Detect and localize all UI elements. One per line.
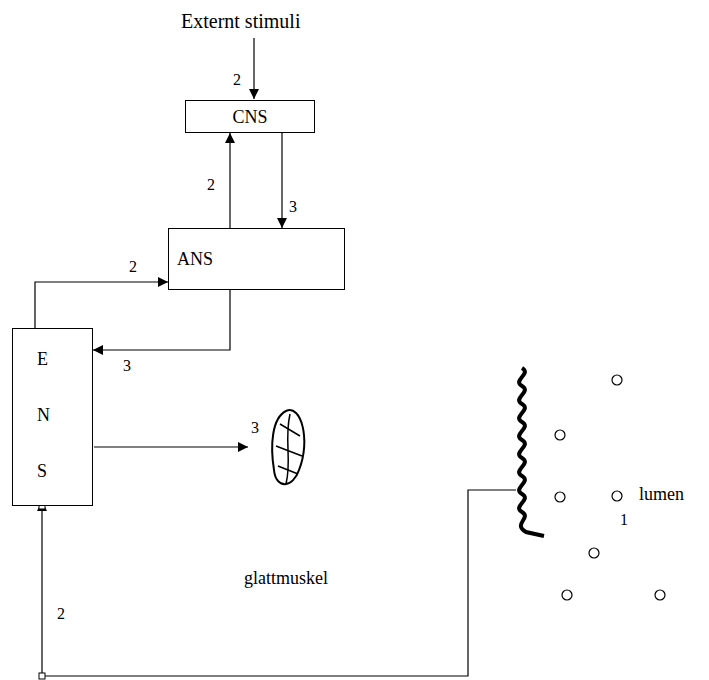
- lumen-particle: [612, 375, 622, 385]
- box-label: CNS: [232, 106, 267, 128]
- signal-arrow: [229, 133, 230, 228]
- callout-number: 1: [619, 510, 629, 529]
- box-label: ANS: [177, 248, 213, 270]
- system-box: CNS: [185, 100, 315, 133]
- callout-number: 2: [128, 258, 138, 276]
- sensory-wire: [42, 490, 516, 676]
- box-label: E N S: [37, 331, 55, 499]
- callout-number: 3: [250, 418, 260, 437]
- callout-number: 2: [232, 70, 242, 89]
- part-label: glattmuskel: [243, 568, 329, 589]
- callout-number: 3: [288, 198, 298, 216]
- part-label: lumen: [638, 484, 685, 505]
- callout-number: 3: [122, 357, 132, 375]
- lumen-particle: [562, 590, 572, 600]
- motor-arrow: [94, 446, 248, 447]
- system-box: E N S: [12, 328, 93, 506]
- lumen-particle: [612, 491, 622, 501]
- lumen-particle: [555, 430, 565, 440]
- callout-number: 2: [56, 604, 66, 623]
- system-box: ANS: [168, 228, 345, 290]
- signal-arrow: [35, 282, 168, 328]
- epithelium-wall: [519, 368, 544, 536]
- lumen-particle: [555, 492, 565, 502]
- signal-arrow: [93, 290, 230, 350]
- muscle-outline: [272, 410, 304, 484]
- callout-number: 2: [206, 176, 216, 194]
- part-label: Externt stimuli: [180, 10, 301, 33]
- lumen-particle: [655, 590, 665, 600]
- lumen-particle: [589, 548, 599, 558]
- wire-terminal: [39, 673, 45, 679]
- muscle-striation: [276, 424, 302, 474]
- smooth-muscle-cell: [272, 410, 304, 484]
- stimulus-arrow: [253, 38, 254, 99]
- muscle-nucleus-line: [286, 414, 290, 484]
- signal-arrow: [281, 133, 282, 228]
